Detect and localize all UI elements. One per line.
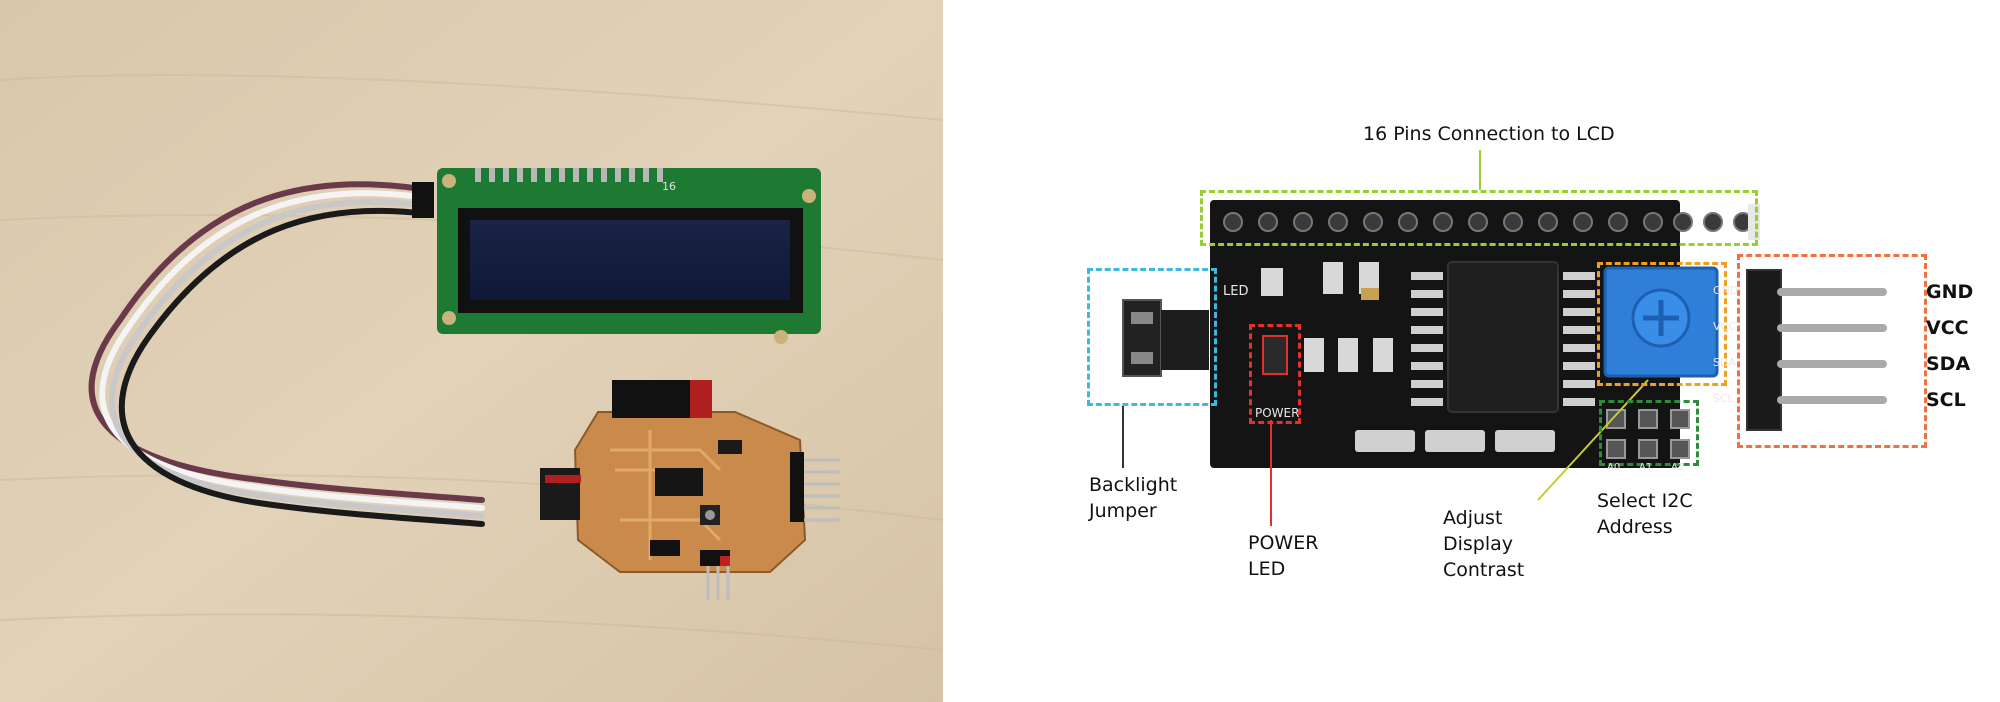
silk-a1: A1 [1639,462,1653,473]
pin-label-gnd: GND [1926,281,1974,303]
label-select-i2c: Select I2C Address [1597,490,1693,538]
lcd-screen [470,220,790,300]
backlight-jumper-box [1087,268,1217,406]
label-power-led: POWER LED [1248,532,1319,580]
backlight-jumper [1122,299,1209,377]
power-led-box [1249,324,1301,424]
photo-illustration: 16 [0,0,943,702]
silk-scl: SCL [1713,392,1734,405]
jumper-cable [88,181,485,527]
i2c-header [1746,269,1887,431]
pin-label-sda: SDA [1926,353,1971,375]
contrast-potentiometer [1603,266,1719,378]
custom-pcb-board [540,380,840,600]
silk-gnd: GND [1713,284,1739,297]
silk-vcc: VCC [1713,320,1736,333]
lcd-module [412,168,821,344]
microcontroller-chip [655,468,703,496]
silk-a0: A0 [1607,462,1621,473]
i2c-pins-box [1737,254,1927,448]
lcd-header-pins [1223,212,1753,232]
silk-power: POWER [1255,406,1300,420]
label-backlight-jumper: Backlight Jumper [1089,474,1178,522]
i2c-address-box [1599,400,1699,466]
lcd-pins-box [1200,190,1758,246]
i2c-backpack-diagram: LED POWER A0 A1 A2 GND VCC SDA SCL 16 Pi… [943,0,2000,702]
label-16-pins: 16 Pins Connection to LCD [1363,123,1615,145]
pin-label-vcc: VCC [1926,317,1969,339]
label-adjust-contrast: Adjust Display Contrast [1443,507,1525,581]
contrast-pot-box [1597,262,1727,386]
i2c-address-pads [1606,409,1690,459]
pcf8574-ic [1411,261,1595,413]
lcd-header-marking: 16 [662,180,676,193]
silk-a2: A2 [1671,462,1685,473]
ribbon-header [612,380,702,418]
pin-label-scl: SCL [1926,389,1966,411]
wooden-table [0,0,943,702]
silk-sda: SDA [1713,356,1736,369]
silk-led: LED [1223,284,1249,299]
photo-lcd-with-custom-board: 16 [0,0,943,702]
power-led [1262,335,1288,375]
